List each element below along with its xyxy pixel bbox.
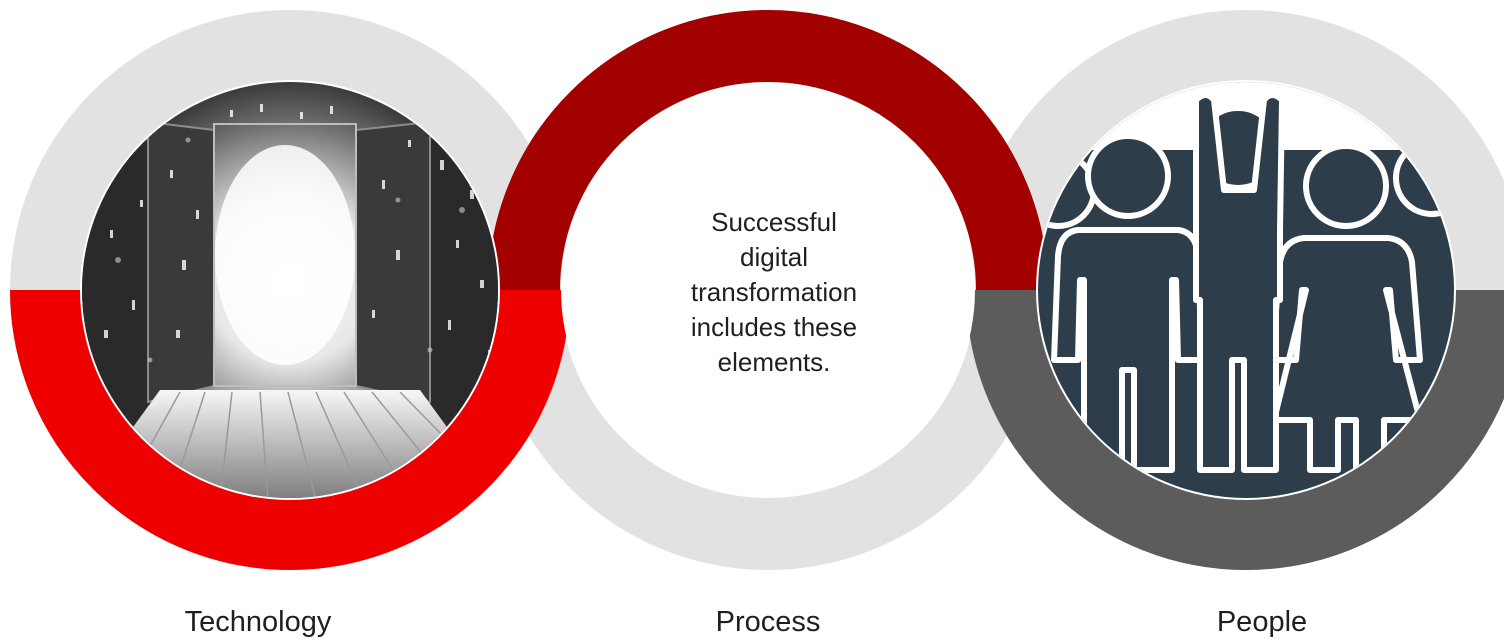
people-label: People — [1216, 606, 1308, 638]
center-text-line-1: Successful — [711, 207, 837, 237]
process-center-disc — [561, 83, 975, 497]
ring-process-upper — [488, 10, 1048, 290]
process-label: Process — [715, 606, 821, 638]
ring-technology-lower — [10, 290, 570, 570]
technology-label: Technology — [184, 606, 332, 638]
people-group-icon — [1038, 82, 1454, 498]
center-statement: Successful digital transformation includ… — [640, 205, 908, 380]
digital-doorway-image — [82, 82, 498, 498]
center-text-line-5: elements. — [717, 347, 831, 377]
center-text-line-4: includes these — [690, 312, 858, 342]
center-text-line-2: digital — [740, 242, 808, 272]
ring-people-lower — [966, 290, 1504, 570]
center-text-line-3: transformation — [690, 277, 858, 307]
